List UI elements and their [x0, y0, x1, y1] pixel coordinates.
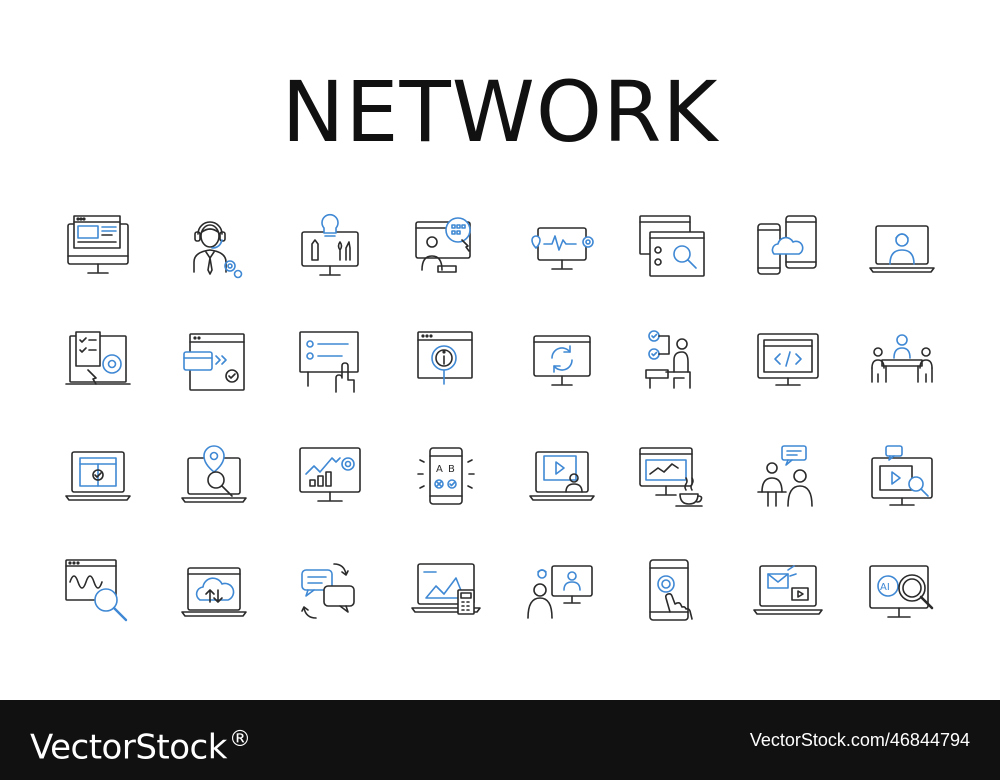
image-reference: VectorStock.com/46844794 — [749, 730, 970, 750]
idea-tools-monitor-icon — [294, 210, 366, 282]
checklist-gear-document-icon — [62, 326, 134, 398]
brand-name: VectorStock — [30, 727, 227, 768]
monitor-refresh-icon — [526, 326, 598, 398]
footer-bar: VectorStock® VectorStock.com/46844794 — [0, 700, 1000, 780]
devices-cloud-sync-icon — [752, 210, 824, 282]
svg-text:B: B — [448, 464, 455, 475]
laptop-window-check-icon — [62, 442, 134, 514]
payment-card-browser-icon — [178, 326, 250, 398]
location-pulse-monitor-icon — [526, 210, 598, 282]
tablet-touch-hand-icon — [636, 556, 708, 628]
video-call-people-icon — [526, 556, 598, 628]
laptop-user-avatar-icon — [866, 210, 938, 282]
presentation-board-pointer-icon — [294, 326, 366, 398]
browser-wave-search-icon — [62, 556, 134, 628]
brand-logo: VectorStock® — [30, 716, 251, 771]
person-dashboard-screen-icon — [410, 210, 482, 282]
laptop-email-video-icon — [752, 556, 824, 628]
browser-info-search-icon — [410, 326, 482, 398]
laptop-chart-calculator-icon — [410, 556, 482, 628]
browser-layout-monitor-icon — [62, 210, 134, 282]
laptop-location-search-icon — [178, 442, 250, 514]
checklist-person-desk-icon — [636, 326, 708, 398]
monitor-chart-coffee-icon — [636, 442, 708, 514]
chat-people-discussion-icon — [752, 442, 824, 514]
monitor-video-search-icon — [866, 442, 938, 514]
support-agent-headset-icon — [178, 210, 250, 282]
monitor-growth-chart-icon — [294, 442, 366, 514]
monitor-ai-search-icon: AI — [866, 556, 938, 628]
chat-bubbles-sync-icon — [294, 556, 366, 628]
tablet-quiz-icon: A B — [410, 442, 482, 514]
monitor-code-icon — [752, 326, 824, 398]
team-meeting-table-icon — [866, 326, 938, 398]
page-title: NETWORK — [281, 63, 719, 161]
svg-text:AI: AI — [880, 582, 890, 593]
browser-search-windows-icon — [636, 210, 708, 282]
laptop-cloud-upload-icon — [178, 556, 250, 628]
registered-mark: ® — [228, 727, 251, 752]
laptop-video-player-icon — [526, 442, 598, 514]
icon-grid: A B — [62, 210, 938, 628]
svg-text:A: A — [436, 464, 443, 475]
